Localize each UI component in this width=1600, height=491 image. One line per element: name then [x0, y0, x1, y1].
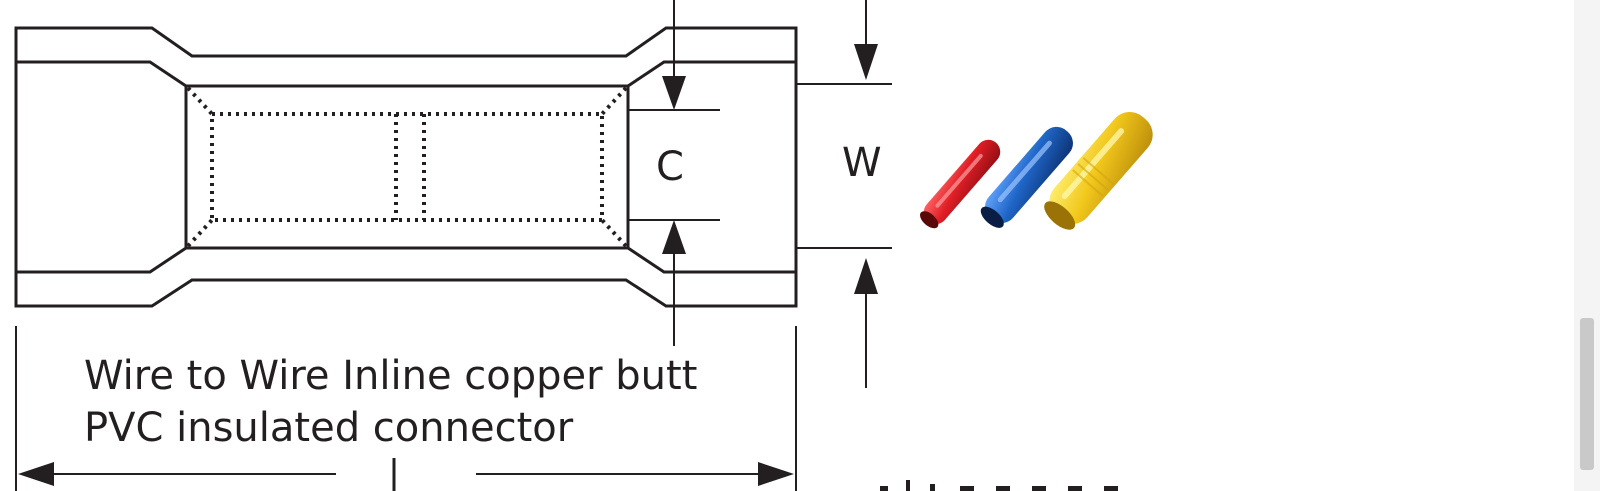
cropped-text-fragment [880, 480, 1118, 491]
copper-barrel [186, 86, 628, 248]
red-connector [920, 139, 1001, 229]
dimension-c [628, 0, 720, 346]
dimension-c-label: C [656, 144, 684, 190]
dimension-l [15, 326, 797, 491]
yellow-connector [1044, 111, 1153, 230]
caption: Wire to Wire Inline copper butt PVC insu… [84, 350, 697, 454]
blue-connector [980, 126, 1073, 228]
connector-outline [14, 26, 798, 308]
dimension-w [796, 0, 892, 388]
dimension-w-label: W [842, 140, 882, 186]
connector-photo [920, 111, 1153, 230]
scrollbar-thumb[interactable] [1580, 318, 1594, 470]
caption-line-1: Wire to Wire Inline copper butt [84, 353, 698, 399]
caption-line-2: PVC insulated connector [84, 405, 574, 451]
